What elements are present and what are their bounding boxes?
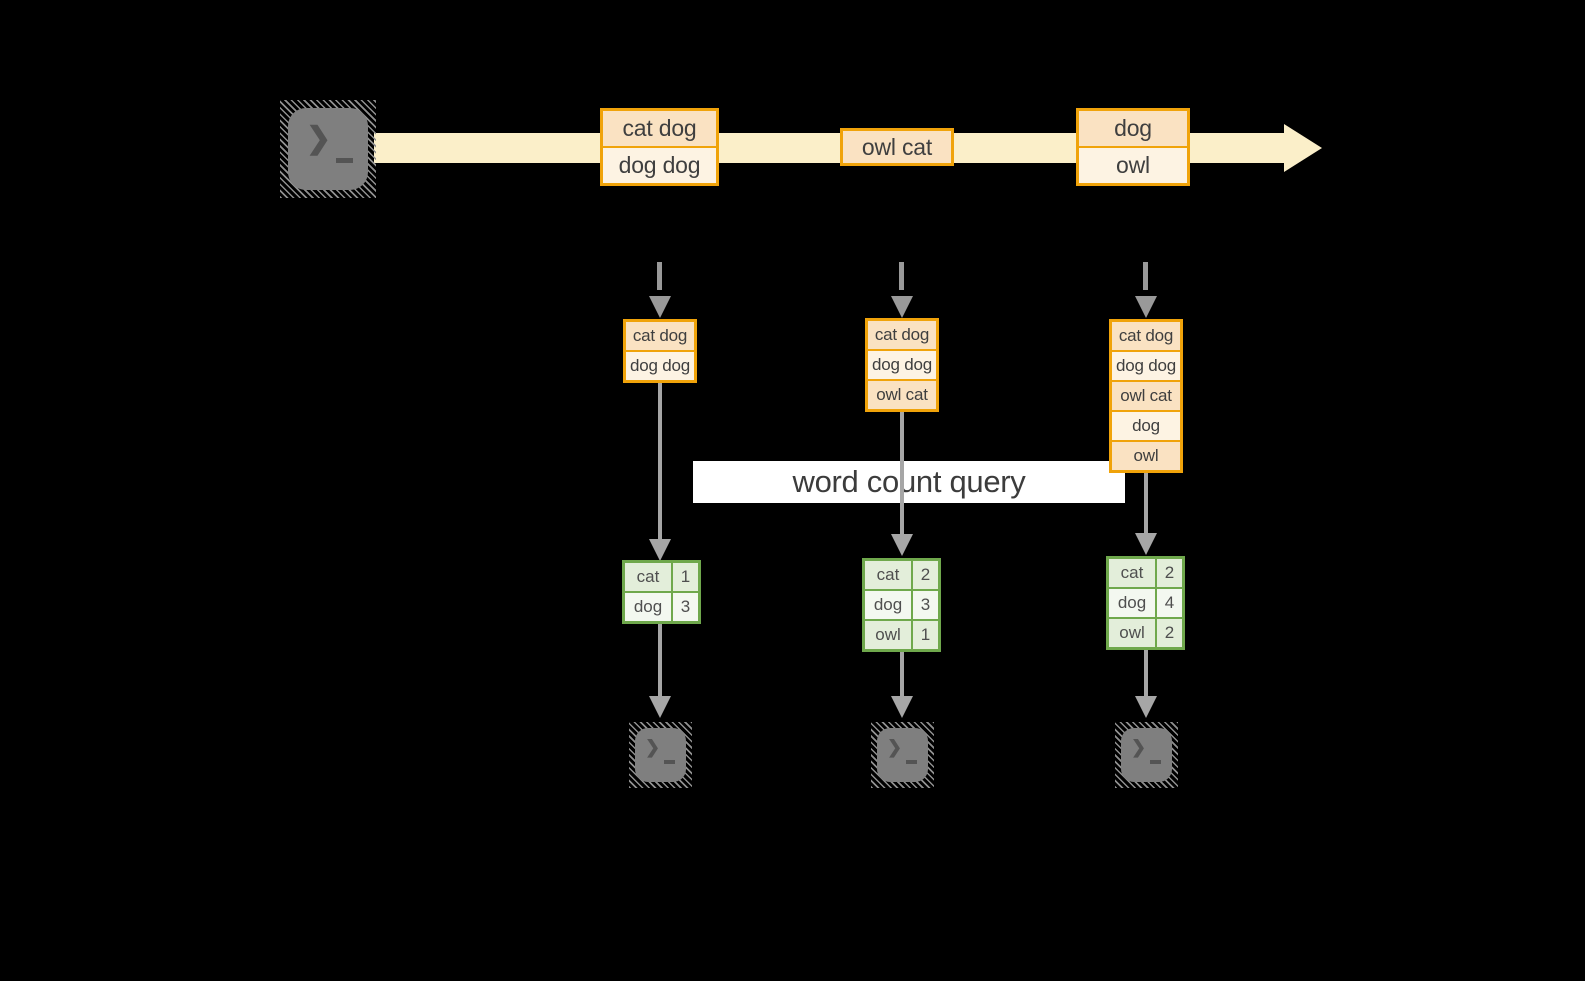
terminal-screen: ❯: [877, 728, 928, 782]
count-cell: 2: [1157, 619, 1182, 647]
stream-event-line: dog dog: [603, 148, 716, 183]
prompt-chevron-icon: ❯: [1131, 737, 1147, 757]
prompt-cursor-icon: [906, 760, 917, 764]
sink-line-3: [1144, 650, 1148, 696]
dashed-arrow-line-3: [1143, 262, 1148, 290]
count-cell: 1: [673, 563, 698, 591]
terminal-screen: ❯: [635, 728, 686, 782]
prompt-cursor-icon: [1150, 760, 1161, 764]
stream-event-line: owl: [1079, 148, 1187, 183]
count-cell: 2: [913, 561, 938, 589]
count-cell: 3: [673, 593, 698, 621]
word-cell: dog: [625, 593, 671, 621]
state-line: cat dog: [626, 322, 694, 350]
stream-event-box-1: cat dog dog dog: [600, 108, 719, 186]
state-line: dog: [1112, 412, 1180, 440]
state-line: owl cat: [868, 381, 936, 409]
connector-arrowhead-icon-3: [1135, 533, 1157, 555]
state-line: dog dog: [626, 352, 694, 380]
dashed-arrowhead-icon-1: [649, 296, 671, 318]
state-line: dog dog: [868, 351, 936, 379]
sink-terminal-icon-3: ❯: [1115, 722, 1178, 788]
dashed-arrowhead-icon-2: [891, 296, 913, 318]
stream-event-box-2: owl cat: [840, 128, 954, 166]
word-count-table-1: cat 1 dog 3: [622, 560, 701, 624]
sink-line-2: [900, 652, 904, 696]
sink-arrowhead-icon-1: [649, 696, 671, 718]
state-buffer-box-3: cat dog dog dog owl cat dog owl: [1109, 319, 1183, 473]
count-cell: 2: [1157, 559, 1182, 587]
prompt-chevron-icon: ❯: [306, 122, 332, 155]
word-cell: cat: [865, 561, 911, 589]
state-line: owl: [1112, 442, 1180, 470]
word-cell: owl: [865, 621, 911, 649]
word-count-table-2: cat 2 dog 3 owl 1: [862, 558, 941, 652]
count-cell: 4: [1157, 589, 1182, 617]
word-cell: dog: [1109, 589, 1155, 617]
terminal-screen: ❯: [288, 108, 368, 190]
state-line: dog dog: [1112, 352, 1180, 380]
state-line: owl cat: [1112, 382, 1180, 410]
sink-terminal-icon-1: ❯: [629, 722, 692, 788]
word-count-table-3: cat 2 dog 4 owl 2: [1106, 556, 1185, 650]
stream-event-line: dog: [1079, 111, 1187, 146]
connector-line-3: [1144, 471, 1148, 533]
count-cell: 3: [913, 591, 938, 619]
prompt-cursor-icon: [664, 760, 675, 764]
connector-line-1: [658, 381, 662, 539]
sink-arrowhead-icon-2: [891, 696, 913, 718]
stream-arrowhead-icon: [1284, 124, 1322, 172]
word-cell: dog: [865, 591, 911, 619]
dashed-arrowhead-icon-3: [1135, 296, 1157, 318]
state-buffer-box-2: cat dog dog dog owl cat: [865, 318, 939, 412]
dashed-arrow-line-1: [657, 262, 662, 290]
query-label: word count query: [693, 461, 1125, 503]
count-cell: 1: [913, 621, 938, 649]
prompt-cursor-icon: [336, 158, 353, 163]
prompt-chevron-icon: ❯: [645, 737, 661, 757]
prompt-chevron-icon: ❯: [887, 737, 903, 757]
state-line: cat dog: [868, 321, 936, 349]
sink-line-1: [658, 624, 662, 696]
stream-event-box-3: dog owl: [1076, 108, 1190, 186]
word-cell: cat: [625, 563, 671, 591]
stream-event-line: owl cat: [843, 131, 951, 163]
connector-arrowhead-icon-2: [891, 534, 913, 556]
word-cell: owl: [1109, 619, 1155, 647]
connector-line-2: [900, 410, 904, 534]
connector-arrowhead-icon-1: [649, 539, 671, 561]
sink-arrowhead-icon-3: [1135, 696, 1157, 718]
terminal-screen: ❯: [1121, 728, 1172, 782]
dashed-arrow-line-2: [899, 262, 904, 290]
state-line: cat dog: [1112, 322, 1180, 350]
stream-event-line: cat dog: [603, 111, 716, 146]
word-cell: cat: [1109, 559, 1155, 587]
source-terminal-icon: ❯: [280, 100, 376, 198]
state-buffer-box-1: cat dog dog dog: [623, 319, 697, 383]
sink-terminal-icon-2: ❯: [871, 722, 934, 788]
